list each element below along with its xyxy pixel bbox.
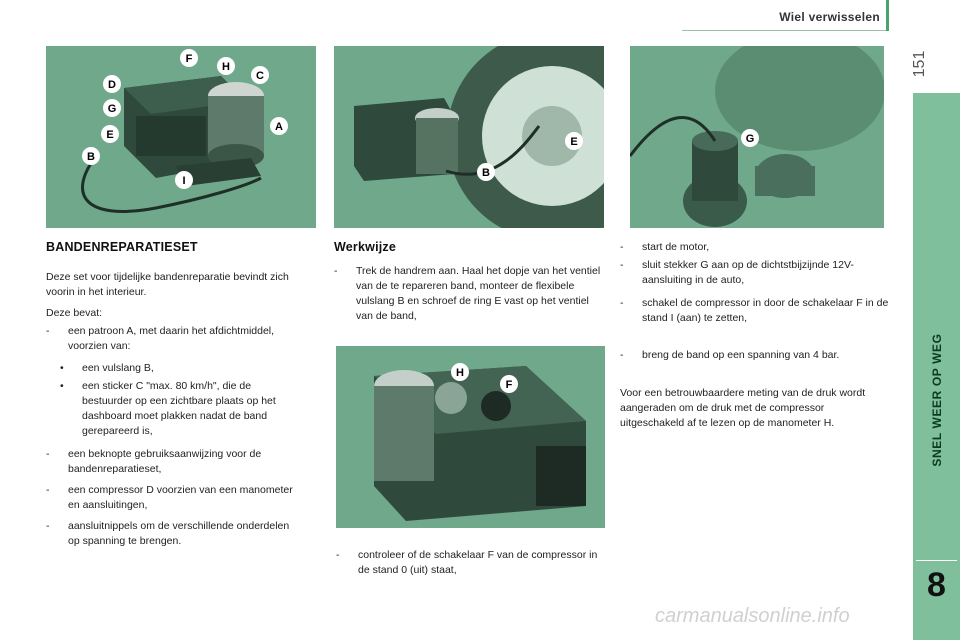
svg-text:C: C <box>256 70 264 82</box>
callout-F: F <box>500 375 518 393</box>
callout-F: F <box>180 49 198 67</box>
callout-A: A <box>270 117 288 135</box>
list-item: -een compressor D voorzien van een manom… <box>46 484 293 511</box>
svg-text:F: F <box>506 379 513 391</box>
measurement-note: Voor een betrouwbaardere meting van de d… <box>620 387 866 429</box>
sidebar-label: SNEL WEER OP WEG <box>929 333 944 467</box>
svg-text:F: F <box>186 53 193 65</box>
svg-text:H: H <box>456 367 464 379</box>
svg-text:E: E <box>570 136 577 148</box>
procedure-step: -schakel de compressor in door de schake… <box>620 297 889 324</box>
callout-H: H <box>217 57 235 75</box>
list-item: -aansluitnippels om de verschillende ond… <box>46 520 290 547</box>
svg-text:B: B <box>482 167 490 179</box>
sidebar-divider <box>916 560 957 561</box>
callout-B: B <box>477 163 495 181</box>
procedure-step: -controleer of de schakelaar F van de co… <box>336 549 598 576</box>
chapter-number: 8 <box>927 566 946 604</box>
section-title: Wiel verwisselen <box>779 10 880 24</box>
kit-contains: Deze bevat: <box>46 307 103 319</box>
svg-text:A: A <box>275 121 283 133</box>
callout-G: G <box>741 129 759 147</box>
callout-H: H <box>451 363 469 381</box>
header-rule <box>682 30 886 31</box>
list-item: •een vulslang B, <box>60 362 154 374</box>
svg-text:G: G <box>108 103 117 115</box>
watermark: carmanualsonline.info <box>655 605 850 627</box>
procedure-step: -Trek de handrem aan. Haal het dopje van… <box>334 265 601 322</box>
header-accent-bar <box>886 0 889 31</box>
callout-C: C <box>251 66 269 84</box>
procedure-heading: Werkwijze <box>334 240 397 254</box>
figure-repair-kit: F H D C G A E B I <box>46 46 316 228</box>
figure-12v-socket: G <box>630 46 884 228</box>
svg-text:B: B <box>87 151 95 163</box>
figure-connect-wheel: E B <box>334 46 604 228</box>
procedure-step: -breng de band op een spanning van 4 bar… <box>620 349 840 361</box>
chapter-sidebar <box>913 93 960 640</box>
callout-E: E <box>101 125 119 143</box>
callout-G: G <box>103 99 121 117</box>
list-item: •een sticker C "max. 80 km/h", die de be… <box>60 380 276 437</box>
callout-B: B <box>82 147 100 165</box>
procedure-step: -sluit stekker G aan op de dichtstbijzij… <box>620 259 854 286</box>
svg-text:D: D <box>108 79 116 91</box>
page-number: 151 <box>911 50 928 78</box>
figure-compressor-switch: H F <box>336 346 605 528</box>
kit-intro: Deze set voor tijdelijke bandenreparatie… <box>46 271 289 298</box>
svg-text:E: E <box>106 129 113 141</box>
bullet-marker: • <box>60 380 64 392</box>
callout-E: E <box>565 132 583 150</box>
svg-text:H: H <box>222 61 230 73</box>
list-item: -een patroon A, met daarin het afdichtmi… <box>46 325 275 352</box>
callout-D: D <box>103 75 121 93</box>
kit-heading: BANDENREPARATIESET <box>46 240 198 254</box>
svg-text:G: G <box>746 133 755 145</box>
callout-I: I <box>175 171 193 189</box>
list-item: -een beknopte gebruiksaanwijzing voor de… <box>46 448 262 475</box>
svg-text:I: I <box>182 175 185 187</box>
procedure-step: -start de motor, <box>620 241 710 253</box>
bullet-marker: • <box>60 362 64 374</box>
